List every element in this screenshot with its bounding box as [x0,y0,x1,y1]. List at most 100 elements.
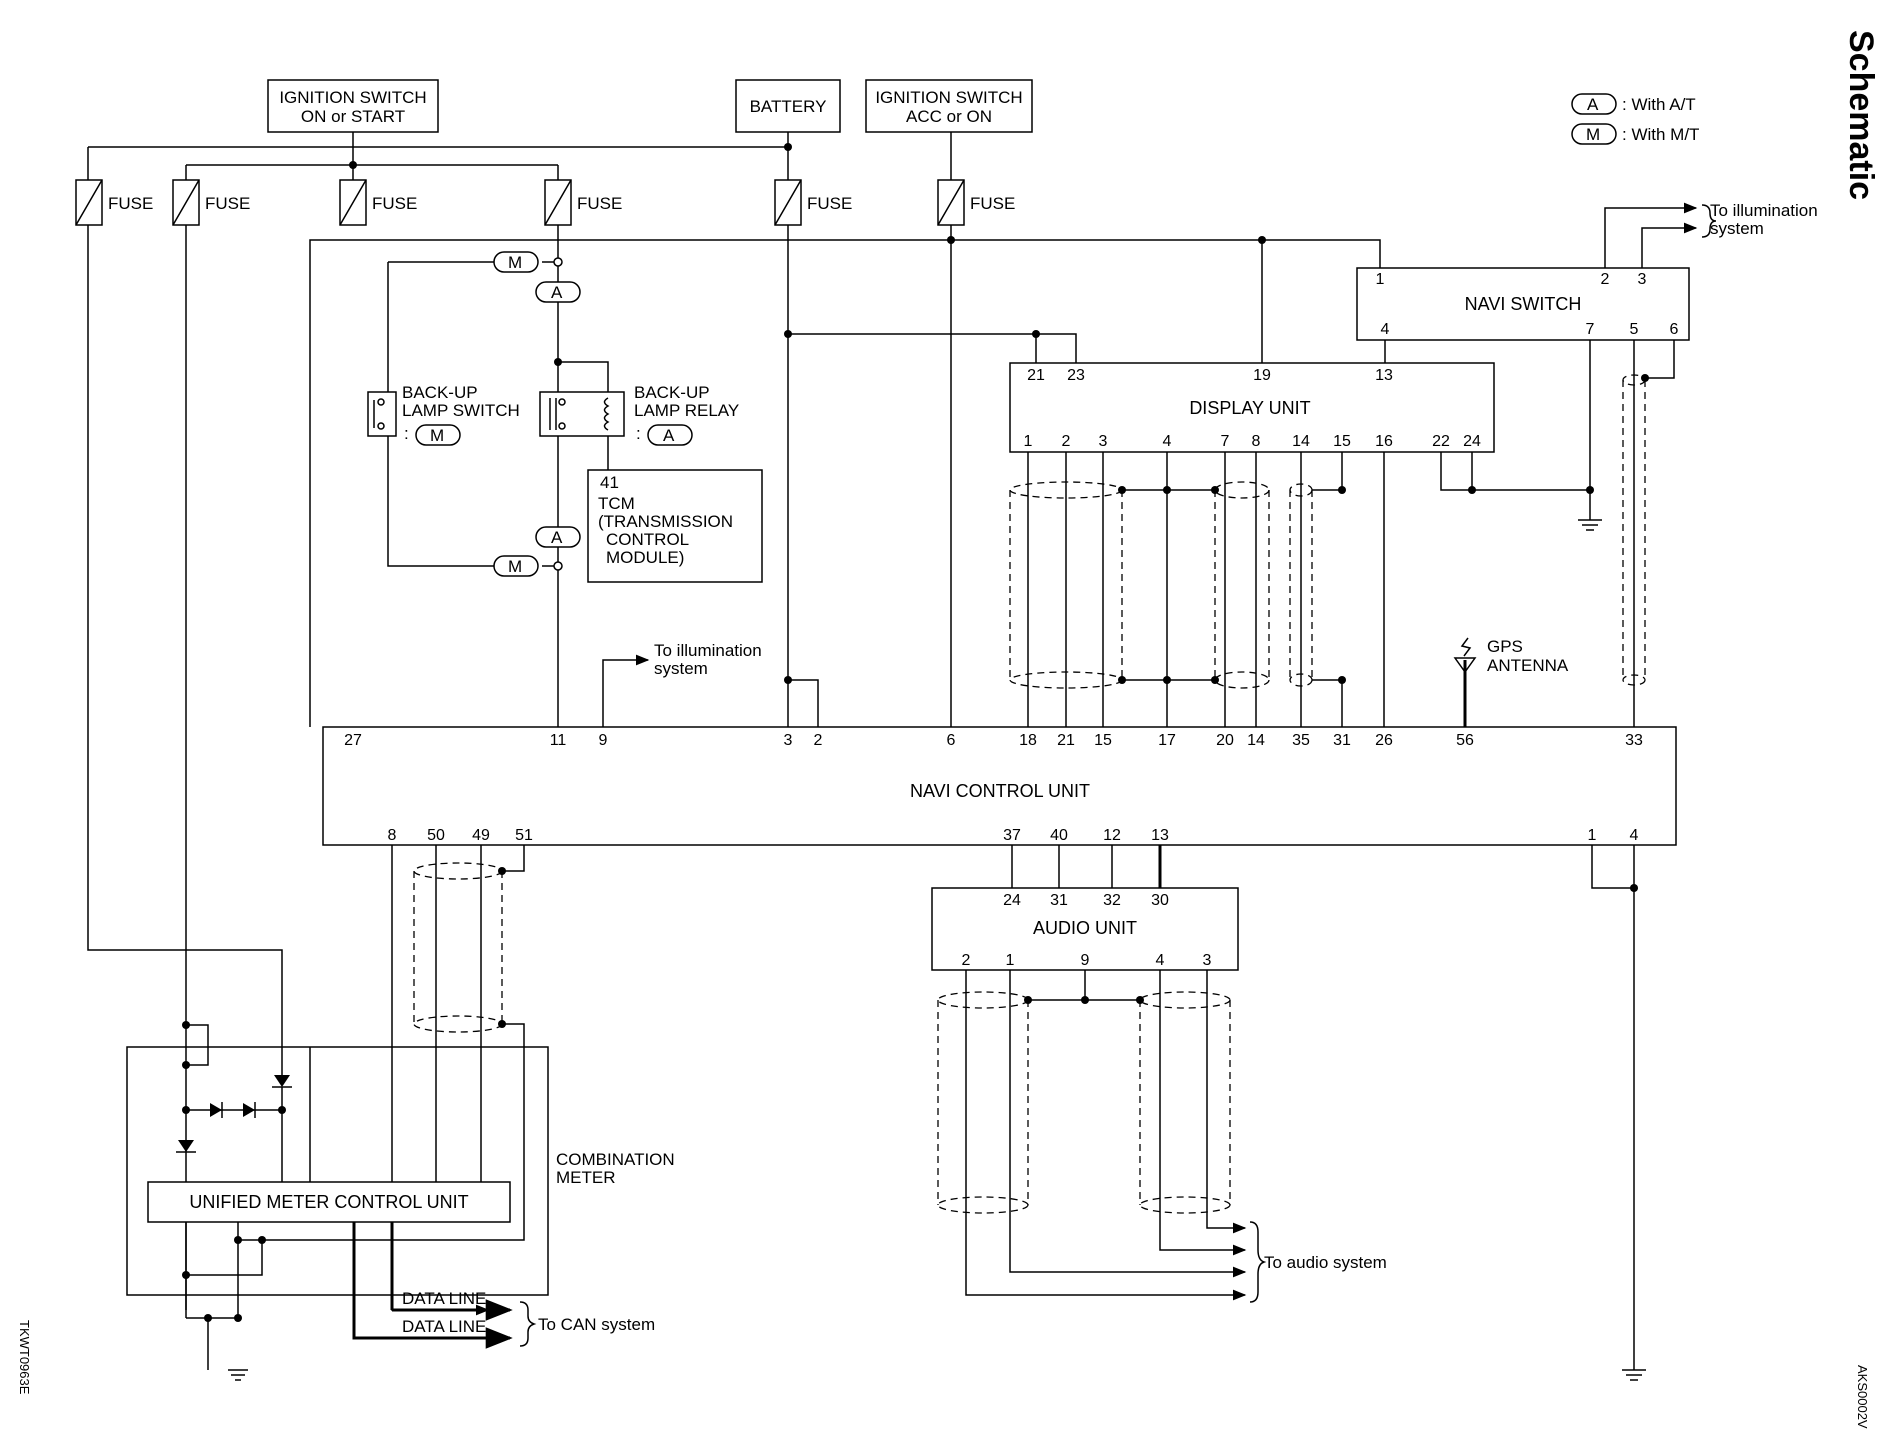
junction [182,1106,190,1114]
junction [784,330,792,338]
audio-bottom-pins: 2 1 9 4 3 [962,952,1212,969]
junction [349,161,357,169]
junction [554,358,562,366]
shield-cable [937,991,1029,1214]
combination-meter-label-1: COMBINATION [556,1150,675,1169]
svg-text:56: 56 [1456,732,1474,749]
junction [1163,676,1171,684]
backup-lamp-switch [367,391,397,437]
svg-text:22: 22 [1432,433,1450,450]
navi-switch-label: NAVI SWITCH [1465,294,1582,314]
pin-label: 13 [1375,367,1393,384]
svg-text:3: 3 [1203,952,1212,969]
tcm-label-3: CONTROL [606,530,689,549]
navi-switch [1356,267,1690,341]
combination-meter [126,1046,549,1296]
ground-symbol [1622,1369,1646,1381]
fuse-3: FUSE [339,179,417,226]
pin-label: 21 [1027,367,1045,384]
svg-text:M: M [508,253,522,272]
meter-ground-wires [185,1222,263,1370]
unified-meter-label: UNIFIED METER CONTROL UNIT [189,1192,468,1212]
svg-text::: : [404,424,409,443]
navi-control-unit-label: NAVI CONTROL UNIT [910,781,1090,801]
junction [234,1236,242,1244]
svg-text:2: 2 [814,732,823,749]
diode-icon [272,1075,292,1182]
svg-text:A: A [551,283,563,302]
display-unit [1009,362,1495,453]
svg-text:8: 8 [388,827,397,844]
svg-text:37: 37 [1003,827,1021,844]
variant-m-badge [493,555,539,577]
svg-text:24: 24 [1463,433,1481,450]
variant-a-badge [535,281,581,303]
svg-text:15: 15 [1094,732,1112,749]
backup-relay-label-2: LAMP RELAY [634,401,739,420]
svg-text:1: 1 [1588,827,1597,844]
svg-text:7: 7 [1221,433,1230,450]
svg-text:27: 27 [344,732,362,749]
audio-unit [931,887,1239,971]
legend-m-text: : With M/T [1622,125,1699,144]
junction [1258,236,1266,244]
audio-top-pins: 24 31 32 30 [1003,892,1169,909]
to-illumination-label-2: To illumination [654,641,762,660]
svg-text:8: 8 [1252,433,1261,450]
illumination-bus [309,225,1381,727]
junction [182,1271,190,1279]
pin-label: 7 [1586,321,1595,338]
gps-antenna-label-2: ANTENNA [1487,656,1569,675]
svg-text:33: 33 [1625,732,1643,749]
svg-text:50: 50 [427,827,445,844]
unified-meter-control-unit [147,1181,511,1223]
svg-text:14: 14 [1292,433,1310,450]
junction [278,1106,286,1114]
to-audio-label: To audio system [1264,1253,1387,1272]
svg-text:FUSE: FUSE [807,194,852,213]
shield-cable [1289,483,1313,687]
diode-icon [176,1140,196,1153]
to-illumination-label-1: To illumination [1710,201,1818,220]
display-unit-label: DISPLAY UNIT [1189,398,1310,418]
svg-text:18: 18 [1019,732,1037,749]
figure-code-left: TKWT0963E [17,1320,32,1395]
to-illumination-label-2b: system [654,659,708,678]
shield-cable [1009,481,1123,689]
navi-top-pins: 27 11 9 3 2 6 18 21 15 17 20 14 35 31 26… [344,732,1643,749]
junction [1641,374,1649,382]
svg-text:40: 40 [1050,827,1068,844]
pin-label: 2 [1601,271,1610,288]
tcm-label-4: MODULE) [606,548,684,567]
svg-text:9: 9 [1081,952,1090,969]
ignition-on-start-line1: IGNITION SWITCH [279,88,426,107]
pin-label: 3 [1638,271,1647,288]
svg-text:20: 20 [1216,732,1234,749]
fuse-1: FUSE [75,179,153,226]
backup-lamp-circuit [387,225,609,727]
svg-text:21: 21 [1057,732,1075,749]
svg-text:17: 17 [1158,732,1176,749]
junction [182,1061,190,1069]
svg-text:FUSE: FUSE [372,194,417,213]
shield-cable [1622,374,1646,686]
svg-text:A: A [551,528,563,547]
junction [234,1314,242,1322]
ignition-acc-on-line2: ACC or ON [906,107,992,126]
svg-text:24: 24 [1003,892,1021,909]
svg-text:30: 30 [1151,892,1169,909]
shield-cable [1139,991,1231,1214]
backup-relay-label-1: BACK-UP [634,383,710,402]
ground-symbol [228,1369,248,1381]
svg-text:1: 1 [1006,952,1015,969]
battery-box [735,79,841,133]
junction [258,1236,266,1244]
ignition-acc-on-line1: IGNITION SWITCH [875,88,1022,107]
svg-text:16: 16 [1375,433,1393,450]
svg-text:2: 2 [1062,433,1071,450]
gps-antenna-icon [1453,637,1477,727]
svg-text:3: 3 [784,732,793,749]
legend-a-letter: A [1587,95,1599,114]
junction [1338,676,1346,684]
